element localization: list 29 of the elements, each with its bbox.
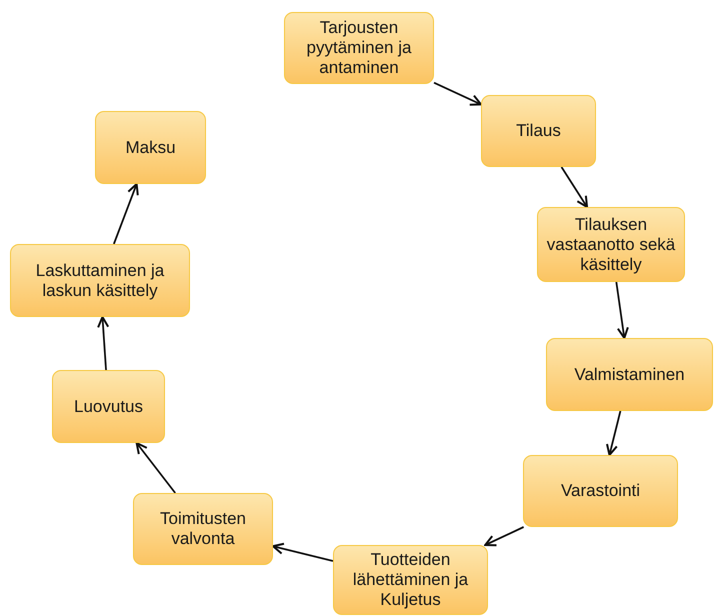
step-label: Luovutus — [74, 396, 143, 416]
arrow — [136, 442, 176, 494]
step-label: Laskuttaminen ja laskun käsittely — [34, 260, 166, 300]
step-label: Toimitusten valvonta — [159, 509, 247, 549]
process-box — [284, 12, 434, 84]
step-label: Tilauksen vastaanotto sekä käsittely — [546, 214, 676, 274]
step-label: Valmistaminen — [574, 364, 685, 384]
step-label: Tuotteiden lähettäminen ja Kuljetus — [352, 550, 470, 610]
arrow — [560, 166, 588, 208]
step-label: Tilaus — [516, 121, 561, 141]
step-label: Maksu — [125, 138, 176, 158]
process-box — [523, 455, 678, 527]
arrow — [434, 82, 482, 106]
arrow — [606, 410, 622, 456]
step-label: Tarjousten pyytäminen ja antaminen — [306, 18, 412, 78]
process-box — [546, 338, 713, 411]
process-box — [537, 207, 685, 282]
step-label: Varastointi — [560, 481, 640, 501]
process-box — [133, 493, 273, 565]
process-box — [481, 95, 596, 167]
process-box — [95, 111, 206, 184]
arrow — [272, 542, 334, 562]
process-box — [10, 244, 190, 317]
process-box — [52, 370, 165, 443]
arrow — [113, 183, 139, 244]
arrow — [615, 282, 629, 339]
arrow — [97, 316, 110, 370]
arrow — [484, 526, 524, 546]
process-box — [333, 545, 488, 615]
